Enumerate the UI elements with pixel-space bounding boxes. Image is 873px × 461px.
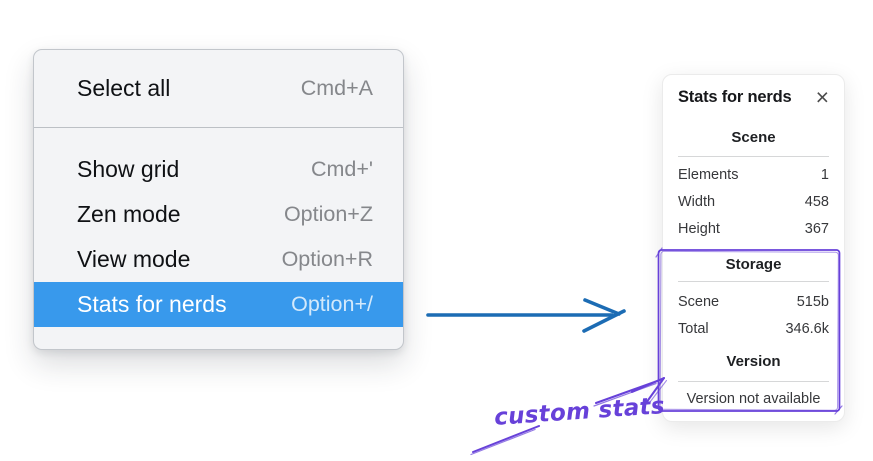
section-divider bbox=[678, 381, 829, 382]
custom-stats-label: custom stats bbox=[493, 393, 666, 431]
menu-item-shortcut: Option+Z bbox=[283, 202, 373, 226]
menu-item-label: Zen mode bbox=[77, 201, 181, 227]
stat-label: Scene bbox=[678, 294, 720, 310]
stat-row-height: Height 367 bbox=[678, 216, 829, 243]
menu-item-label: Show grid bbox=[77, 156, 180, 182]
menu-group-bottom: Show grid Cmd+' Zen mode Option+Z View m… bbox=[34, 127, 403, 349]
stat-value: 346.6k bbox=[785, 321, 829, 337]
stat-value: 458 bbox=[804, 194, 829, 210]
menu-item-shortcut: Cmd+' bbox=[310, 157, 373, 181]
section-heading-scene: Scene bbox=[731, 129, 776, 146]
menu-item-select-all[interactable]: Select all Cmd+A bbox=[34, 66, 403, 111]
section-divider bbox=[678, 281, 829, 282]
menu-item-zen-mode[interactable]: Zen mode Option+Z bbox=[34, 192, 403, 237]
close-icon: × bbox=[815, 83, 829, 110]
menu-item-shortcut: Option+/ bbox=[291, 292, 373, 316]
stat-value: 515b bbox=[796, 294, 829, 310]
menu-item-label: Select all bbox=[77, 75, 171, 101]
stat-label: Elements bbox=[678, 167, 739, 183]
flow-arrow bbox=[426, 298, 626, 333]
stat-label: Height bbox=[678, 221, 720, 237]
stat-value: 1 bbox=[820, 167, 829, 183]
stat-label: Width bbox=[678, 194, 716, 210]
menu-item-shortcut: Option+R bbox=[281, 247, 373, 271]
menu-item-stats-for-nerds[interactable]: Stats for nerds Option+/ bbox=[34, 282, 403, 327]
stat-row-width: Width 458 bbox=[678, 189, 829, 216]
menu-item-show-grid[interactable]: Show grid Cmd+' bbox=[34, 147, 403, 192]
menu-item-label: Stats for nerds bbox=[77, 291, 227, 317]
menu-item-shortcut: Cmd+A bbox=[300, 76, 373, 100]
stats-panel-header: Stats for nerds × bbox=[678, 83, 829, 110]
stats-panel: Stats for nerds × Scene Elements 1 Width… bbox=[662, 74, 845, 422]
menu-item-view-mode[interactable]: View mode Option+R bbox=[34, 237, 403, 282]
stat-row-scene-storage: Scene 515b bbox=[678, 289, 829, 316]
section-heading-version: Version bbox=[726, 353, 781, 370]
close-button[interactable]: × bbox=[815, 83, 829, 110]
panel-title: Stats for nerds bbox=[678, 87, 792, 106]
stat-row-total-storage: Total 346.6k bbox=[678, 316, 829, 343]
menu-item-label: View mode bbox=[77, 246, 191, 272]
context-menu: Select all Cmd+A Show grid Cmd+' Zen mod… bbox=[33, 49, 404, 350]
section-heading-storage: Storage bbox=[725, 256, 782, 273]
stat-label: Total bbox=[678, 321, 709, 337]
stat-value: 367 bbox=[804, 221, 829, 237]
version-note: Version not available bbox=[686, 391, 821, 407]
menu-group-top: Select all Cmd+A bbox=[34, 50, 403, 127]
section-divider bbox=[678, 156, 829, 157]
stat-row-elements: Elements 1 bbox=[678, 162, 829, 189]
